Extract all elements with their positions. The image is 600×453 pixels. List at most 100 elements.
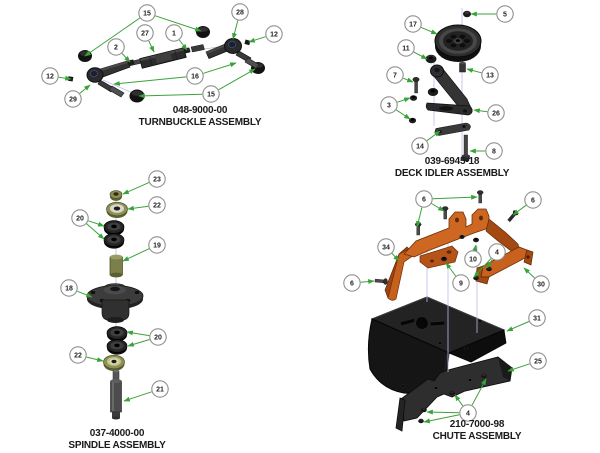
callout-leader-arrow (218, 68, 256, 91)
callout-27: 27 (136, 24, 155, 53)
callout-leader-arrow (506, 321, 530, 332)
deck-idler-title: DECK IDLER ASSEMBLY (395, 168, 510, 179)
deck-idler-assembly-drawing (408, 8, 482, 161)
callout-balloon (107, 38, 125, 56)
chute-assembly-drawing (367, 190, 534, 432)
callout-number: 29 (69, 96, 77, 103)
callout-balloon (452, 274, 470, 292)
callout-leader-arrow (123, 391, 152, 402)
nut-part (459, 235, 465, 239)
jam-nut-part (183, 47, 191, 54)
callout-balloon (231, 3, 249, 21)
callout-2: 2 (107, 38, 131, 63)
callout-leader-arrow (432, 194, 478, 200)
carriage-bolt-part (418, 418, 424, 424)
callout-number: 31 (533, 315, 541, 322)
callout-balloon (148, 196, 166, 214)
callout-leader-arrow (126, 330, 150, 337)
assembly-labels: 048-9000-00 TURNBUCKLE ASSEMBLY 039-6945… (68, 105, 522, 451)
callout-21: 21 (123, 380, 169, 402)
callout-leader-arrow (445, 262, 457, 277)
callout-balloon (464, 250, 482, 268)
carriage-bolt-part (481, 373, 487, 379)
callout-leader-arrow (454, 394, 464, 407)
turnbuckle-part-number: 048-9000-00 (173, 105, 228, 116)
callout-leader-arrow (472, 244, 478, 252)
nut-part (473, 237, 479, 243)
callout-balloon (411, 137, 429, 155)
callout-14: 14 (411, 130, 441, 155)
chute-part-number: 210-7000-98 (450, 419, 505, 430)
callout-leader-arrow (121, 53, 131, 63)
carriage-bolt-part (449, 390, 455, 396)
callout-balloon (528, 309, 546, 327)
callout-number: 7 (393, 72, 397, 79)
callout-number: 6 (350, 280, 354, 287)
brand-logo-emblem (399, 316, 445, 330)
deck-idler-part-number: 039-6945-18 (425, 156, 480, 167)
idler-pulley-part (434, 24, 482, 62)
threaded-stud-part (190, 44, 205, 53)
callout-leader-arrow (122, 248, 150, 262)
nut-part (463, 10, 471, 18)
discharge-chute-part (367, 296, 507, 396)
callout-6: 6 (343, 274, 375, 292)
callout-number: 18 (65, 285, 73, 292)
callout-balloon (165, 24, 183, 42)
callout-number: 14 (416, 143, 424, 150)
callout-number: 11 (402, 45, 410, 52)
spindle-title: SPINDLE ASSEMBLY (68, 440, 166, 451)
callout-20: 20 (71, 209, 105, 240)
callout-leader-arrow (512, 204, 527, 216)
callout-22: 22 (69, 346, 104, 364)
callout-leader-arrow (127, 205, 149, 211)
callout-number: 26 (492, 110, 500, 117)
callout-4: 4 (423, 378, 487, 424)
callout-number: 8 (492, 148, 496, 155)
callout-23: 23 (122, 170, 166, 195)
callout-balloon (60, 279, 78, 297)
callout-leader-arrow (523, 267, 535, 279)
callout-number: 15 (143, 10, 151, 17)
bearing-part (106, 339, 128, 355)
callout-leader-arrow (466, 68, 482, 74)
callout-leader-arrow (426, 130, 441, 142)
callout-balloon (415, 190, 433, 208)
nut-part (409, 95, 418, 101)
callout-leader-arrow (79, 84, 91, 94)
callout-number: 5 (503, 11, 507, 18)
callout-number: 20 (154, 334, 162, 341)
callout-number: 2 (114, 44, 118, 51)
callout-balloon (343, 274, 361, 292)
callout-leader-arrow (127, 339, 150, 347)
callout-leader-arrow (203, 62, 237, 74)
nut-part (408, 117, 417, 124)
bushing-part (427, 88, 439, 96)
callout-leader-arrow (486, 259, 493, 269)
callout-number: 15 (207, 91, 215, 98)
callout-number: 34 (382, 244, 390, 251)
callout-balloon (529, 352, 547, 370)
callout-3: 3 (380, 96, 411, 120)
callout-leader-arrow (473, 108, 488, 114)
callout-number: 13 (486, 72, 494, 79)
callout-number: 16 (191, 73, 199, 80)
callout-balloon (202, 85, 220, 103)
callout-balloon (148, 236, 166, 254)
callout-number: 22 (153, 202, 161, 209)
spindle-part-number: 037-4000-00 (90, 428, 145, 439)
carriage-bolt-part (421, 407, 427, 413)
callout-number: 6 (422, 196, 426, 203)
callout-12: 12 (248, 25, 283, 43)
left-clevis-arm-part (67, 58, 143, 98)
callout-leader-arrow (77, 290, 93, 298)
callout-1: 1 (165, 24, 188, 51)
callout-leader-arrow (416, 207, 423, 228)
callout-25: 25 (507, 352, 547, 372)
callout-number: 12 (270, 31, 278, 38)
callout-22: 22 (127, 196, 166, 214)
callout-leader-arrow (471, 378, 487, 406)
